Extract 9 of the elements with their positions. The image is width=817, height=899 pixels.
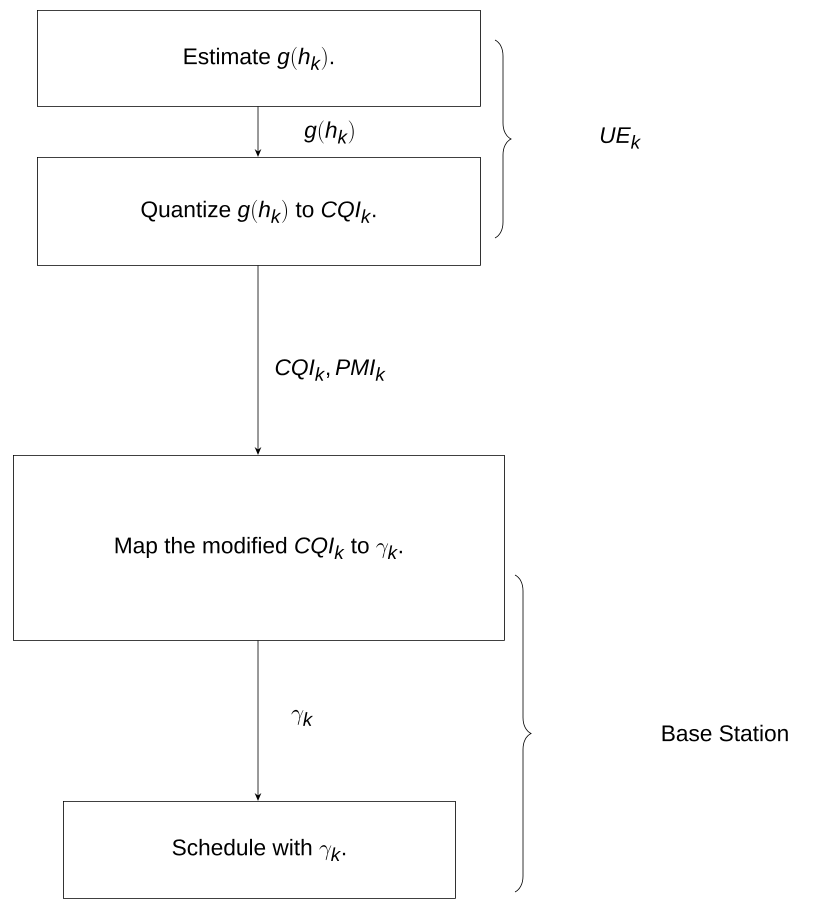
edge-label: $CQI_k, PMI_k$ <box>273 358 387 382</box>
group-label: Base Station <box>662 724 788 742</box>
process-box: $\text{Quantize }g(h_k)\text{ to }CQI_k.$ <box>37 157 481 266</box>
process-box: $\text{Estimate }g(h_k).$ <box>37 10 481 107</box>
group-label: $UE_k$ <box>600 127 641 149</box>
process-box: $\text{Map the modified }CQI_k\text{ to }\gamma_k.$ <box>13 455 505 641</box>
edge-label: $g(h_k)$ <box>302 119 358 145</box>
process-box: $\text{Schedule with }\gamma_k.$ <box>63 801 456 899</box>
edge-label: $\gamma_k$ <box>290 708 314 728</box>
